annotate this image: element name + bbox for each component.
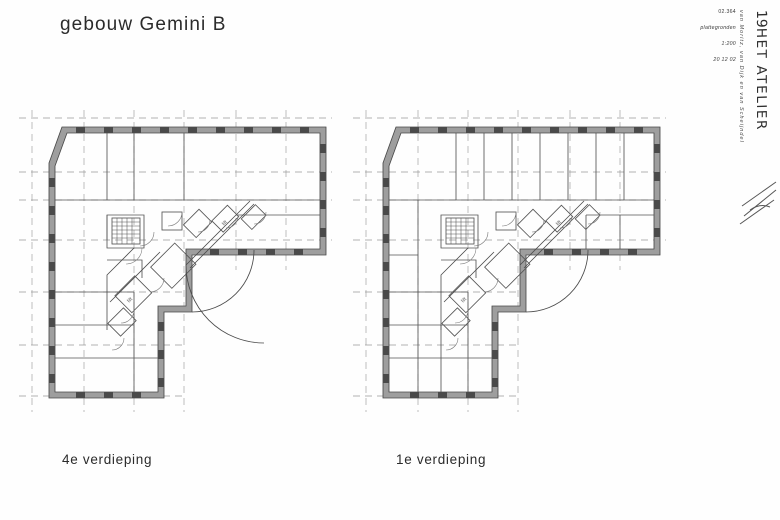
elevator-group-upper: lift [161, 204, 267, 239]
stair-group-lower: lift [107, 275, 153, 337]
wall-mullion-bands-1e [383, 127, 660, 398]
wall-mullion-bands-4e [49, 127, 326, 398]
structural-grid-4e [19, 110, 332, 412]
svg-text:lift: lift [460, 296, 468, 304]
drawing-scale: 1:200 [721, 40, 736, 47]
svg-text:lift: lift [126, 296, 134, 304]
stair-hatch-upper [111, 217, 141, 245]
project-code: 02.364 [718, 9, 736, 15]
interior-partitions-1e [389, 133, 654, 392]
partner-names: van Moritz, van Dijk en van Scheijndel [738, 10, 744, 143]
office-name-text: HET ATELIER [753, 27, 769, 132]
title-block: 02.364 plattegronden 1:200 20 12 02 [674, 9, 736, 74]
building-core-4e: lift lift [106, 200, 267, 351]
office-name: 19HET ATELIER [753, 10, 769, 131]
drawing-date: 20 12 02 [713, 56, 736, 63]
elevator-group-upper-1e: lift [495, 204, 601, 239]
interior-partitions-4e [55, 133, 320, 392]
stair-hatch-upper-1e [445, 217, 475, 245]
building-core-1e: lift lift [440, 200, 601, 351]
logo-mark: 19 [753, 9, 769, 29]
svg-text:lift: lift [555, 219, 563, 227]
stair-group-lower-1e: lift [441, 275, 487, 337]
structural-grid-1e [353, 110, 666, 412]
floorplan-4e-verdieping: lift lift [14, 100, 354, 420]
floorplan-1e-verdieping: lift lift [348, 100, 688, 420]
exterior-walls-4e [48, 118, 327, 399]
office-branding: 19HET ATELIER van Moritz, van Dijk en va… [736, 4, 778, 254]
logo-strokes-icon [739, 181, 777, 225]
caption-plan-4e: 4e verdieping [62, 452, 153, 467]
page-title: gebouw Gemini B [60, 14, 227, 35]
drawing-type: plattegronden [700, 24, 736, 31]
svg-text:lift: lift [221, 219, 229, 227]
caption-plan-1e: 1e verdieping [396, 452, 487, 467]
exterior-walls-1e [382, 126, 661, 399]
